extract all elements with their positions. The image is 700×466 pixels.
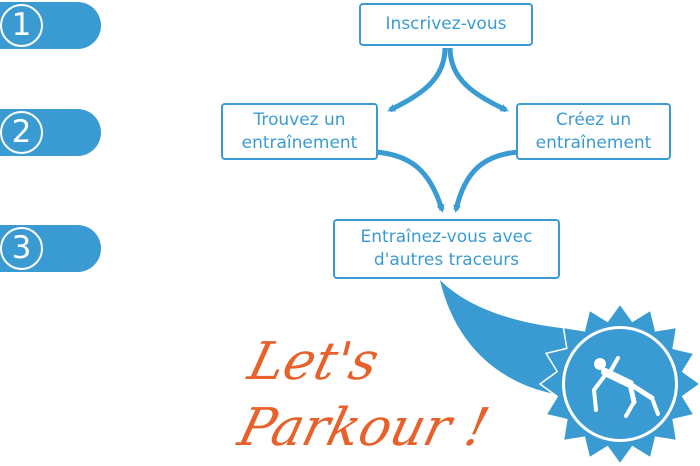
parkour-jumper-icon [591,356,660,418]
tagline-line2: Parkour ! [232,398,495,458]
step-1-pill: 1 [0,2,101,49]
arrow-create-to-train [453,149,519,213]
step-1-number: 1 [0,4,43,47]
sun-badge [538,302,700,466]
step-3-number: 3 [0,227,43,270]
find-training-line1: Trouvez un [253,109,346,130]
arrow-signup-to-create [447,47,509,113]
arrow-signup-to-find [387,47,448,113]
create-training-box: Créez un entraînement [516,103,671,160]
step-2-pill: 2 [0,109,101,156]
create-training-line1: Créez un [555,109,632,130]
signup-label: Inscrivez-vous [385,14,507,34]
tagline-line1: Let's [242,332,385,392]
find-training-box: Trouvez un entraînement [221,103,378,160]
train-together-box: Entraînez-vous avec d'autres traceurs [333,219,560,279]
swoosh-shape [440,280,580,395]
create-training-line2: entraînement [535,132,652,153]
train-together-line2: d'autres traceurs [373,250,520,270]
step-2-number: 2 [0,111,43,154]
find-training-line2: entraînement [241,132,358,153]
train-together-line1: Entraînez-vous avec [360,227,533,247]
step-3-pill: 3 [0,225,101,272]
arrow-find-to-train [375,149,445,213]
signup-box: Inscrivez-vous [359,3,533,46]
